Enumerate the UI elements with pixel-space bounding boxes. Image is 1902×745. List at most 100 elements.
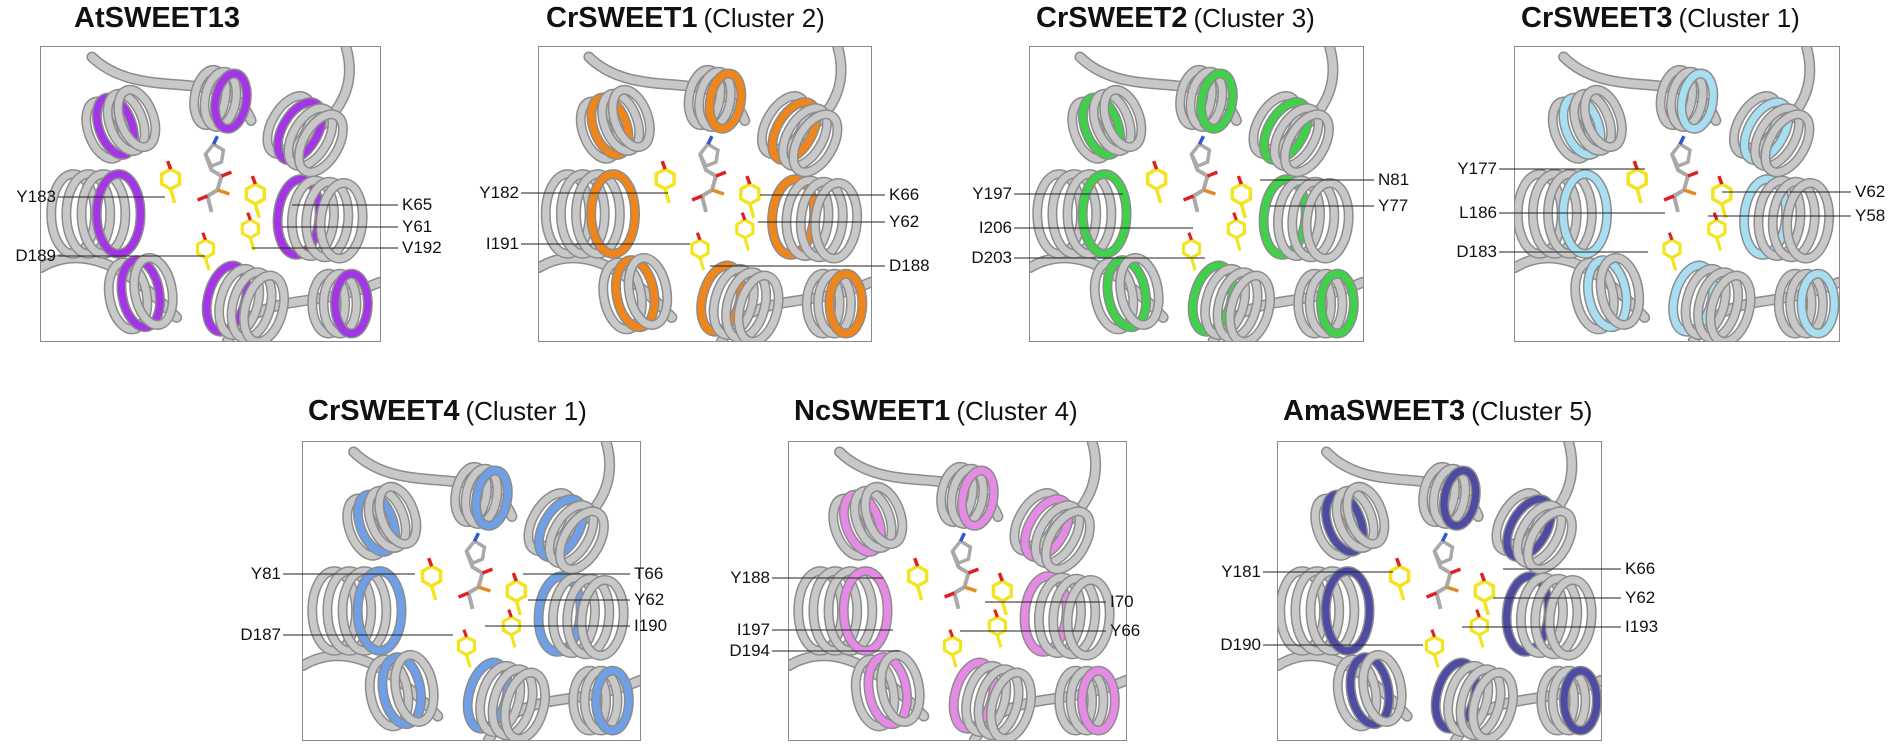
residue-hydroxyl — [1395, 557, 1402, 567]
helix-turn — [556, 507, 608, 573]
helix-turn — [1581, 86, 1626, 151]
helix — [462, 657, 551, 740]
residue-bond — [1433, 654, 1440, 668]
structure-illustration — [789, 442, 1126, 740]
cluster-label: (Cluster 1) — [465, 396, 587, 426]
helix-turn — [782, 177, 832, 260]
residue-label: D189 — [15, 246, 56, 265]
helix-turn — [578, 576, 628, 660]
residue-hydroxyl — [1236, 175, 1243, 185]
residue-hydroxyl — [913, 557, 920, 567]
residue-ring — [991, 579, 1014, 603]
helix-turn — [735, 272, 783, 341]
helix-turn — [1334, 655, 1380, 730]
residue-bond — [1397, 585, 1406, 601]
helix-turn — [1751, 104, 1803, 170]
helix — [103, 252, 178, 335]
helix-turn — [1529, 170, 1581, 258]
helix-turn — [62, 170, 114, 258]
helix — [1547, 84, 1627, 164]
helix-turn — [722, 268, 770, 341]
residue-label: D203 — [971, 248, 1012, 267]
ligand-oxygen — [691, 194, 703, 202]
residue-hydroxyl — [1479, 572, 1486, 582]
residue-label: I190 — [634, 616, 668, 635]
residue-ring — [739, 182, 761, 206]
residue-sticks — [1226, 212, 1247, 251]
residue-sticks — [501, 609, 522, 648]
residue-sticks — [1388, 557, 1411, 601]
residue-label: K66 — [1625, 559, 1656, 578]
helix-turn — [378, 653, 425, 728]
residue-sticks — [240, 212, 261, 251]
helix — [1773, 268, 1839, 339]
ligand-oxygen — [1663, 194, 1675, 202]
residue-label: Y58 — [1855, 206, 1886, 225]
residue-hydroxyl — [511, 572, 518, 582]
residue-ring — [240, 218, 261, 240]
residue-label: Y181 — [1221, 562, 1261, 581]
residue-ring — [654, 167, 676, 192]
helix-turn — [366, 655, 412, 730]
helix-turn — [549, 574, 599, 657]
helix — [1655, 64, 1719, 134]
helix-turn — [609, 86, 654, 151]
helix-turn — [852, 655, 898, 730]
residue-label: D194 — [729, 641, 770, 660]
helix-turn — [501, 669, 549, 740]
residue-bond — [1234, 237, 1242, 251]
helix-turn — [1064, 170, 1115, 258]
helix-turn — [130, 254, 177, 329]
ligand-oxygen — [457, 591, 470, 599]
helix-turn — [1769, 178, 1819, 261]
residue-sticks — [906, 557, 929, 601]
helix-turn — [535, 495, 587, 561]
residue-bond — [1000, 600, 1009, 616]
residue-sticks — [1707, 212, 1727, 251]
helix-turn — [1546, 576, 1596, 660]
structure-panel-ncsweet1 — [788, 441, 1127, 741]
helix-turn — [1359, 651, 1406, 726]
helix — [1032, 169, 1132, 259]
ligand-sticks — [1425, 532, 1462, 610]
residue-ring — [1388, 564, 1411, 589]
residue-sticks — [942, 629, 963, 668]
residue-bond — [951, 654, 958, 668]
protein-name: CrSWEET4 — [308, 395, 460, 427]
residue-label: Y177 — [1457, 159, 1497, 178]
residue-sticks — [1424, 629, 1445, 668]
helix-turn — [797, 178, 847, 261]
residue-label: Y62 — [1625, 588, 1656, 607]
helix — [767, 174, 863, 264]
residue-label: I193 — [1625, 617, 1659, 636]
ligand-nitrogen — [706, 135, 714, 145]
structure-illustration — [539, 47, 871, 341]
structure-panel-crsweet1 — [538, 46, 872, 342]
helix-turn — [706, 70, 745, 133]
helix-turn — [1343, 483, 1388, 548]
residue-hydroxyl — [660, 160, 667, 170]
helix — [189, 64, 252, 134]
residue-hydroxyl — [1430, 629, 1436, 638]
helix-turn — [1317, 270, 1358, 338]
helix-turn — [861, 483, 906, 548]
protein-name: NcSWEET1 — [794, 395, 951, 427]
ligand-ring — [464, 538, 487, 566]
structure-illustration — [1515, 47, 1839, 341]
helix — [1570, 252, 1645, 335]
helix-turn — [476, 662, 524, 736]
helix-turn — [1678, 70, 1717, 133]
residue-bond — [1482, 600, 1491, 616]
helix-turn — [317, 179, 367, 263]
protein-name: AmaSWEET3 — [1283, 395, 1466, 427]
residue-hydroxyl — [997, 572, 1004, 582]
residue-ring — [942, 635, 963, 657]
residue-ring — [501, 615, 522, 637]
helix-turn — [1513, 501, 1565, 567]
helix-turn — [962, 662, 1010, 736]
residue-bond — [915, 585, 924, 601]
helix-turn — [557, 170, 609, 258]
helix-turn — [1048, 170, 1100, 258]
ligand-oxygen — [196, 194, 209, 202]
residue-ring — [505, 579, 528, 603]
